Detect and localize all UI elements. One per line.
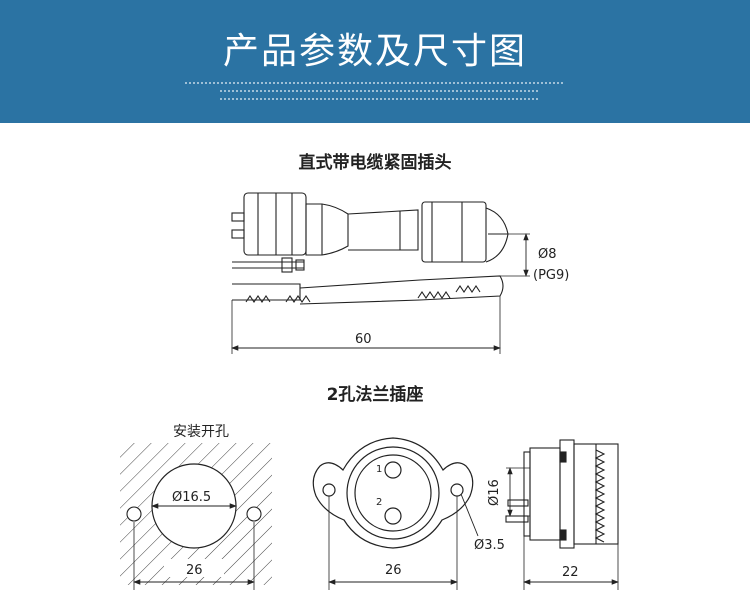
flange-width-label: 26 (385, 563, 402, 578)
plug-drawing (231, 192, 530, 354)
flange-front-drawing (312, 437, 479, 590)
cutout-label: 安装开孔 (173, 424, 229, 440)
socket-section-title: 2孔法兰插座 (326, 385, 424, 405)
header-banner: 产品参数及尺寸图 (0, 0, 750, 123)
banner-decor-line (185, 82, 565, 84)
plug-diameter-label: Ø8 (538, 247, 557, 262)
mounting-cutout-drawing (120, 412, 272, 590)
plug-pg-label: (PG9) (533, 268, 569, 283)
plug-length-label: 60 (355, 332, 372, 347)
hole-diameter-label: Ø3.5 (474, 538, 505, 553)
pin-1-label: 1 (376, 464, 382, 475)
banner-decor-line (220, 98, 540, 100)
pin-2-label: 2 (376, 497, 382, 508)
plug-section-title: 直式带电缆紧固插头 (298, 153, 452, 173)
cutout-width-label: 26 (186, 563, 203, 578)
side-diameter-label: Ø16 (487, 479, 502, 506)
socket-side-drawing (505, 439, 619, 590)
page-title: 产品参数及尺寸图 (222, 31, 527, 72)
cutout-diameter-label: Ø16.5 (172, 490, 211, 505)
side-length-label: 22 (562, 565, 579, 580)
banner-decor-line (220, 90, 540, 92)
